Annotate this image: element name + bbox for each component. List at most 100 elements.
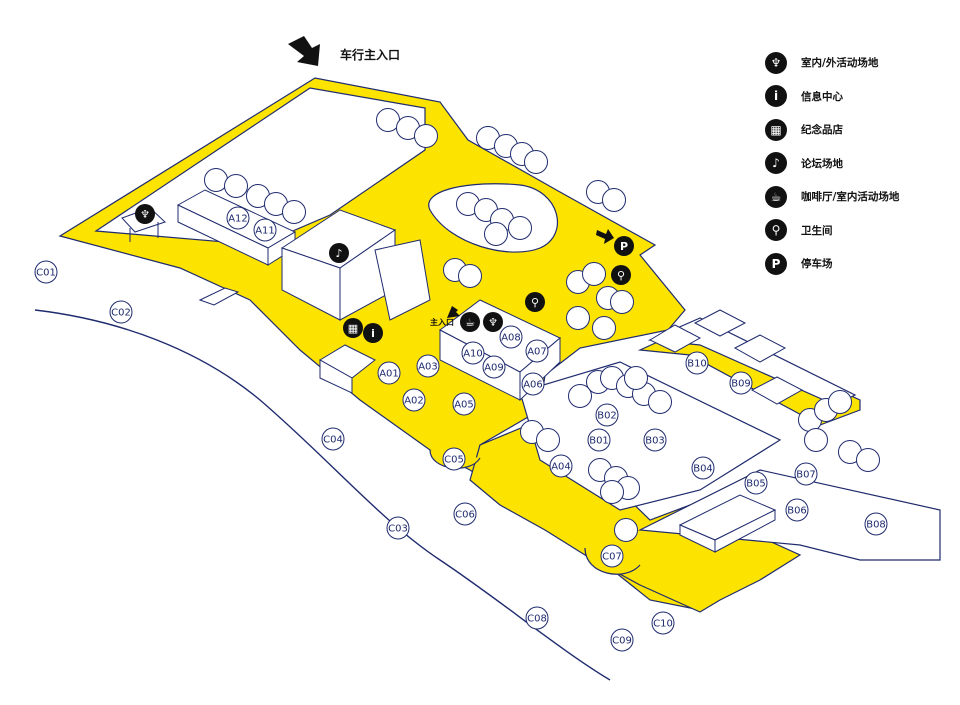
zone-c02[interactable]: C02	[109, 300, 133, 324]
parking-icon: P	[765, 252, 787, 275]
building-b05	[678, 494, 777, 553]
zone-label: B03	[645, 436, 665, 447]
legend-label: 信息中心	[801, 90, 843, 103]
tree	[610, 290, 634, 314]
legend-label: 卫生间	[801, 224, 833, 237]
zone-label: C04	[323, 435, 343, 446]
zone-b03[interactable]: B03	[643, 428, 667, 452]
vehicle-entrance-arrow-icon	[288, 36, 320, 66]
zone-c06[interactable]: C06	[453, 502, 477, 526]
tree	[648, 390, 672, 414]
zone-a01[interactable]: A01	[377, 361, 401, 385]
legend-item: ♪ 论坛场地	[765, 147, 955, 181]
zone-label: A12	[228, 214, 248, 225]
svg-text:P: P	[620, 240, 628, 253]
zone-c03[interactable]: C03	[386, 516, 410, 540]
zone-label: B08	[866, 520, 886, 531]
zone-label: B05	[746, 479, 766, 490]
restroom-icon[interactable]: ⚲	[525, 292, 545, 312]
zone-b01[interactable]: B01	[587, 428, 611, 452]
zone-c08[interactable]: C08	[525, 606, 549, 630]
restroom-icon: ⚲	[765, 219, 787, 242]
info-icon[interactable]: i	[363, 323, 383, 343]
svg-text:♪: ♪	[335, 247, 342, 260]
restroom-icon[interactable]: ⚲	[611, 265, 631, 285]
zone-label: A05	[454, 400, 474, 411]
zone-label: A08	[501, 333, 521, 344]
zone-label: C02	[111, 308, 131, 319]
parking-icon[interactable]: P	[614, 236, 634, 256]
zone-a11[interactable]: A11	[253, 218, 277, 242]
zone-label: A10	[463, 349, 483, 360]
zone-label: A04	[551, 462, 571, 473]
zone-label: A11	[255, 226, 275, 237]
tree	[568, 384, 592, 408]
zone-c05[interactable]: C05	[442, 447, 466, 471]
main-entrance-label: 主入口	[430, 318, 454, 327]
zone-label: A07	[527, 347, 547, 358]
gift-icon[interactable]: ▦	[343, 318, 363, 338]
zone-b06[interactable]: B06	[785, 498, 809, 522]
zone-label: A02	[404, 396, 424, 407]
zone-c01[interactable]: C01	[34, 260, 58, 284]
legend-label: 纪念品店	[801, 124, 843, 137]
zone-a03[interactable]: A03	[416, 354, 440, 378]
legend-label: 论坛场地	[801, 157, 843, 170]
zone-label: A09	[484, 363, 504, 374]
zone-label: C01	[36, 268, 56, 279]
zone-b08[interactable]: B08	[864, 512, 888, 536]
coffee-icon: ☕	[765, 185, 787, 208]
building-main-tower	[280, 209, 431, 321]
zone-label: C08	[527, 614, 547, 625]
zone-label: B02	[597, 411, 617, 422]
zone-a08[interactable]: A08	[499, 325, 523, 349]
zone-a04[interactable]: A04	[549, 454, 573, 478]
vehicle-entrance-label: 车行主入口	[340, 48, 401, 62]
svg-text:▦: ▦	[348, 322, 358, 335]
zone-c07[interactable]: C07	[600, 544, 624, 568]
people-icon[interactable]: ♆	[135, 204, 155, 224]
zone-a10[interactable]: A10	[461, 341, 485, 365]
tree	[582, 262, 606, 286]
zone-a09[interactable]: A09	[482, 355, 506, 379]
people-icon[interactable]: ♆	[483, 312, 503, 332]
ramp	[198, 287, 240, 306]
parking-arrow-icon	[596, 229, 614, 244]
forum-icon[interactable]: ♪	[329, 243, 349, 263]
river-line	[34, 309, 611, 681]
zone-c09[interactable]: C09	[610, 628, 634, 652]
zone-label: A06	[523, 380, 543, 391]
zone-b04[interactable]: B04	[691, 456, 715, 480]
zone-c04[interactable]: C04	[321, 427, 345, 451]
zone-c10[interactable]: C10	[651, 611, 675, 635]
zone-b05[interactable]: B05	[744, 471, 768, 495]
tree	[204, 168, 228, 192]
zone-labels: A01A02A03A04A05A06A07A08A09A10A11A12B01B…	[34, 206, 888, 652]
zone-b10[interactable]: B10	[685, 351, 709, 375]
forum-icon: ♪	[765, 152, 787, 175]
zone-a05[interactable]: A05	[452, 392, 476, 416]
svg-text:i: i	[371, 327, 375, 340]
tree	[600, 480, 624, 504]
legend-item: ☕咖啡厅/室内活动场地	[765, 180, 955, 214]
building-b-villas	[648, 309, 804, 405]
tree	[536, 428, 560, 452]
zone-label: B07	[796, 470, 816, 481]
tree	[414, 124, 438, 148]
zone-label: C05	[444, 455, 464, 466]
zone-b09[interactable]: B09	[729, 371, 753, 395]
tree	[602, 188, 626, 212]
zone-label: C07	[602, 552, 622, 563]
zone-a02[interactable]: A02	[402, 388, 426, 412]
zone-b07[interactable]: B07	[794, 462, 818, 486]
tree	[282, 200, 306, 224]
svg-text:⚲: ⚲	[531, 296, 539, 309]
zone-a12[interactable]: A12	[226, 206, 250, 230]
coffee-icon[interactable]: ☕	[460, 312, 480, 332]
zone-a07[interactable]: A07	[525, 339, 549, 363]
zone-b02[interactable]: B02	[595, 403, 619, 427]
tree	[524, 150, 548, 174]
zone-a06[interactable]: A06	[521, 372, 545, 396]
